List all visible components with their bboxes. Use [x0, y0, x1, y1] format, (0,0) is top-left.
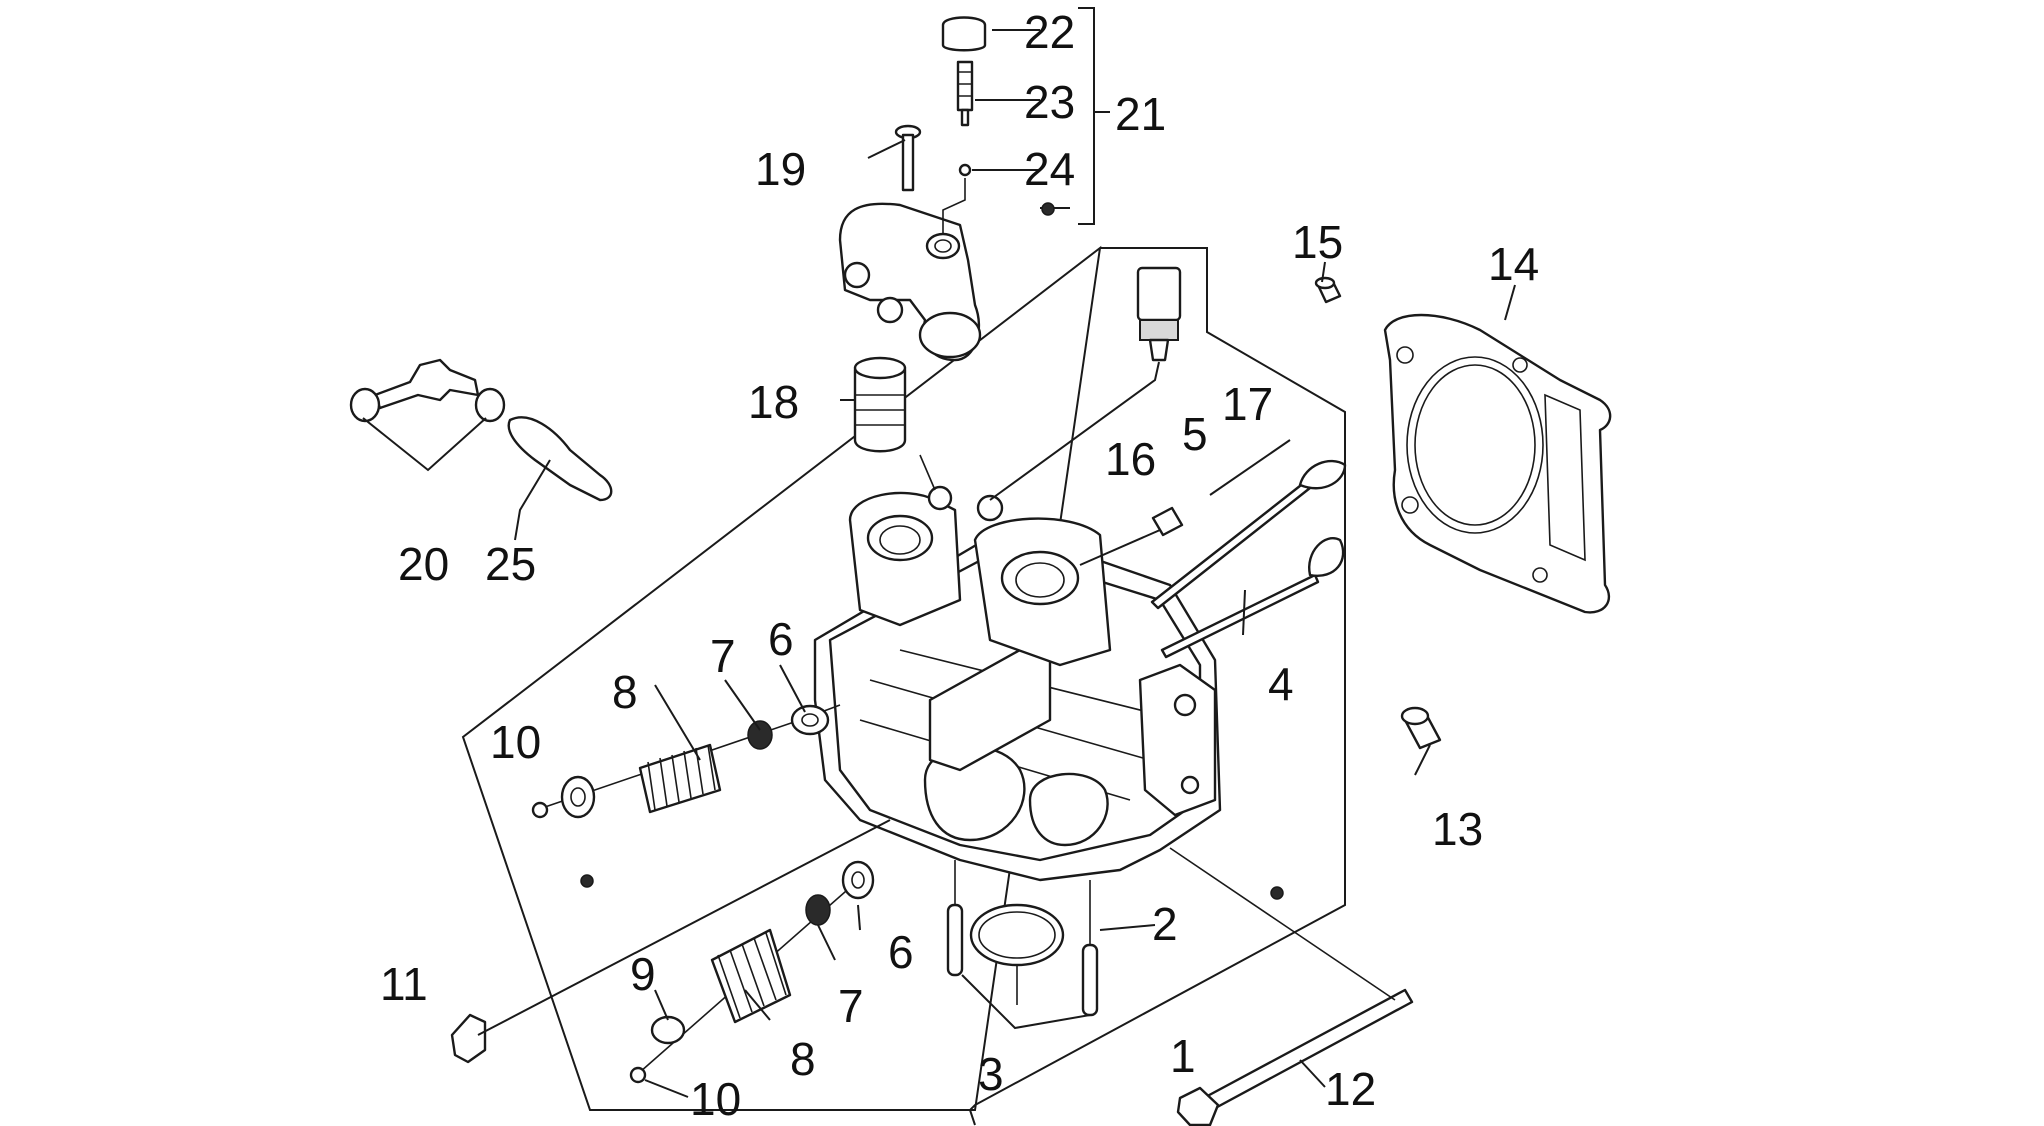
- thermostat-housing: [838, 124, 982, 362]
- callout-8-lower: 8: [790, 1033, 816, 1085]
- callout-21: 21: [1115, 88, 1166, 140]
- callout-6-upper: 6: [768, 613, 794, 665]
- callout-23: 23: [1024, 76, 1075, 128]
- valves: [1150, 459, 1347, 659]
- callout-7-upper: 7: [710, 630, 736, 682]
- callout-6-lower: 6: [888, 926, 914, 978]
- bleed-screw-assembly: [941, 7, 1110, 235]
- callout-12: 12: [1325, 1063, 1376, 1115]
- callout-25: 25: [485, 538, 536, 590]
- callout-3: 3: [978, 1048, 1004, 1100]
- callout-19: 19: [755, 143, 806, 195]
- callout-10-lower: 10: [690, 1073, 741, 1125]
- bushings: [1314, 276, 1442, 750]
- head-gasket: [1383, 313, 1612, 614]
- callout-17: 17: [1222, 378, 1273, 430]
- callout-11: 11: [380, 958, 428, 1010]
- callout-22: 22: [1024, 6, 1075, 58]
- cylinder-head: [813, 485, 1222, 882]
- upper-valve-train: [531, 704, 841, 819]
- leader-lines: [644, 29, 1516, 1098]
- callout-4: 4: [1268, 658, 1294, 710]
- lower-valve-train: [629, 860, 875, 1084]
- callout-labels: 22 23 21 24 19 15 14 18 17 16 5 20 25 4 …: [380, 6, 1539, 1125]
- callout-24: 24: [1024, 143, 1075, 195]
- callout-13: 13: [1432, 803, 1483, 855]
- callout-7-lower: 7: [838, 980, 864, 1032]
- thermostat: [853, 356, 936, 491]
- callout-10-upper: 10: [490, 716, 541, 768]
- plug-and-bolt: [450, 819, 1414, 1126]
- callout-5: 5: [1182, 408, 1208, 460]
- callout-15: 15: [1292, 216, 1343, 268]
- callout-8-upper: 8: [612, 666, 638, 718]
- o-ring: [969, 903, 1065, 967]
- breather-hose-assembly: [349, 358, 613, 541]
- dowel-pins: [946, 860, 1099, 1017]
- callout-14: 14: [1488, 238, 1539, 290]
- callout-1: 1: [1170, 1030, 1196, 1082]
- stud: [1079, 506, 1184, 566]
- callout-dots: [580, 202, 1284, 900]
- callout-18: 18: [748, 376, 799, 428]
- temperature-sensor: [989, 266, 1182, 501]
- callout-9: 9: [630, 948, 656, 1000]
- callout-20: 20: [398, 538, 449, 590]
- callout-16: 16: [1105, 433, 1156, 485]
- callout-2: 2: [1152, 898, 1178, 950]
